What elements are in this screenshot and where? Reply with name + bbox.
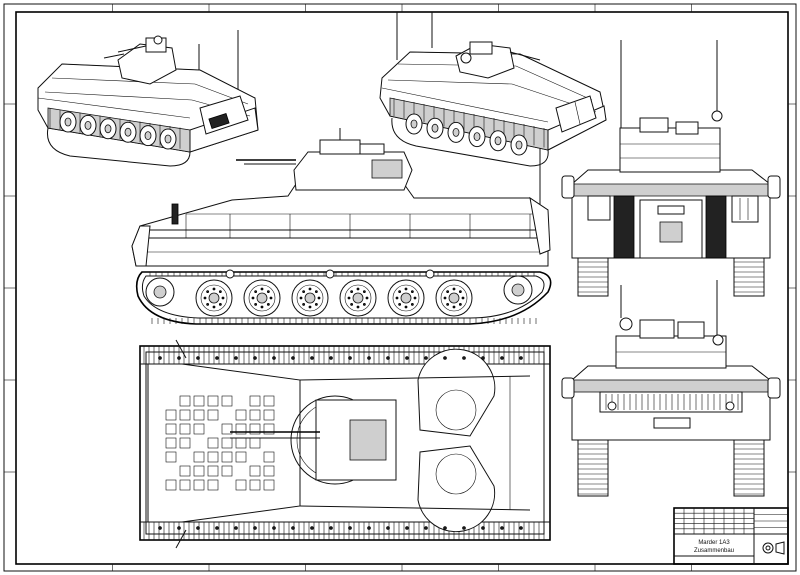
road-wheel bbox=[387, 279, 425, 317]
rear-elevation-view bbox=[561, 110, 781, 297]
front-elevation-view bbox=[561, 317, 781, 497]
return-roller bbox=[425, 269, 435, 279]
top-plan-view bbox=[139, 339, 551, 549]
road-wheel bbox=[339, 279, 377, 317]
return-roller bbox=[225, 269, 235, 279]
projection-symbol-icon bbox=[762, 541, 785, 555]
road-wheel bbox=[195, 279, 233, 317]
sheet-frame bbox=[3, 3, 797, 572]
title-block: Marder 1A3 Zusammenbau bbox=[673, 507, 789, 565]
road-wheel bbox=[435, 279, 473, 317]
road-wheel bbox=[243, 279, 281, 317]
drawing-name: Marder 1A3 bbox=[698, 540, 730, 546]
isometric-rear-right-view bbox=[379, 41, 607, 167]
side-elevation-view bbox=[131, 128, 552, 325]
isometric-front-left-view bbox=[37, 35, 259, 167]
drawing-subtitle: Zusammenbau bbox=[694, 548, 734, 554]
road-wheel bbox=[291, 279, 329, 317]
return-roller bbox=[325, 269, 335, 279]
